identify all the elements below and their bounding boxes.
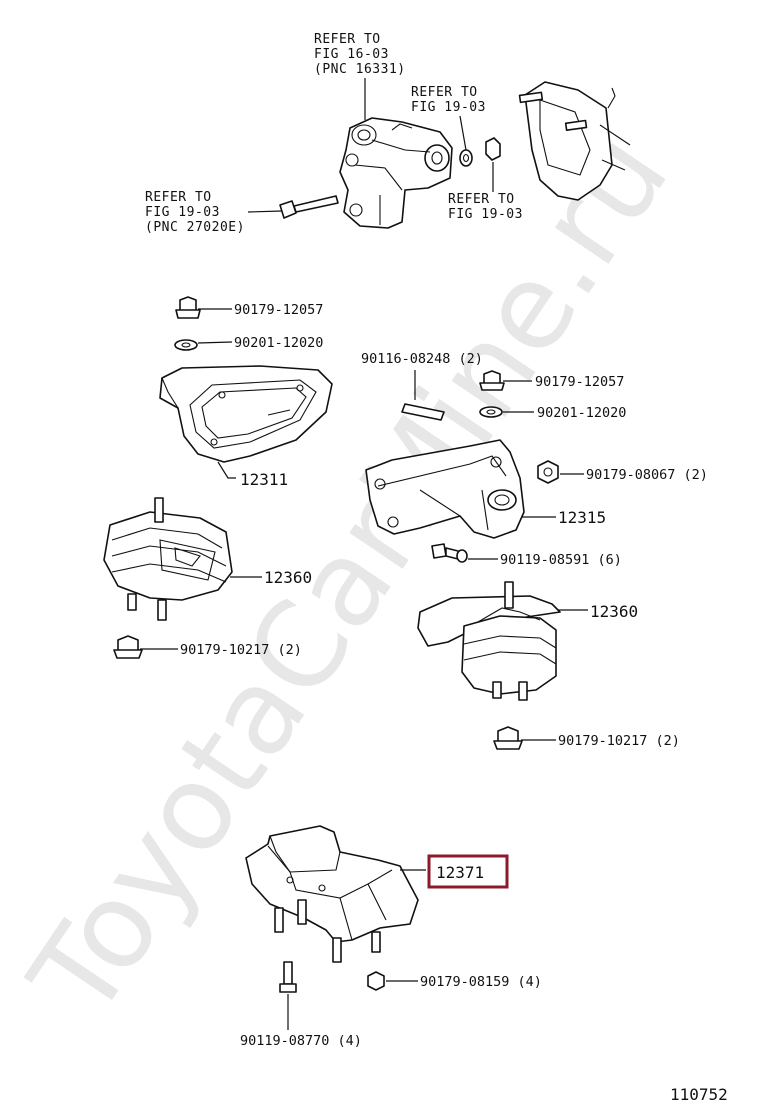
part-number-12371[interactable]: 12371: [436, 863, 484, 882]
part-number-90179-08159[interactable]: 90179-08159 (4): [420, 974, 542, 990]
refer-right-upper-line2: FIG 19-03: [411, 100, 486, 115]
flange-nut-drawing-left: [113, 635, 143, 659]
part-number-90201-12020-left[interactable]: 90201-12020: [234, 335, 323, 351]
part-number-90201-12020-right[interactable]: 90201-12020: [537, 405, 626, 421]
part-number-90116-08248[interactable]: 90116-08248 (2): [361, 351, 483, 367]
part-number-12315[interactable]: 12315: [558, 508, 606, 527]
part-number-90179-12057-left[interactable]: 90179-12057: [234, 302, 323, 318]
leader-90201-12020-left: [197, 341, 233, 344]
engine-block-fragment: [518, 81, 631, 201]
part-number-12311[interactable]: 12311: [240, 470, 288, 489]
rear-mount-12371-drawing: [245, 825, 419, 963]
part-number-12360-right[interactable]: 12360: [590, 602, 638, 621]
bolt-drawing-top-left: [279, 195, 339, 219]
highlight-box-12371: [427, 854, 509, 889]
nut-drawing-08159: [367, 971, 385, 991]
refer-label-right-lower: REFER TO FIG 19-03: [448, 162, 523, 222]
part-number-12360-left[interactable]: 12360: [264, 568, 312, 587]
part-number-90179-12057-right[interactable]: 90179-12057: [535, 374, 624, 390]
figure-number: 110752: [670, 1085, 728, 1104]
stud-drawing: [401, 403, 445, 421]
part-number-90179-08067[interactable]: 90179-08067 (2): [586, 467, 708, 483]
bracket-12311-drawing: [159, 365, 333, 463]
refer-top-line3: (PNC 16331): [314, 62, 406, 77]
refer-right-upper-line1: REFER TO: [411, 85, 478, 100]
refer-label-top: REFER TO FIG 16-03 (PNC 16331): [314, 32, 406, 120]
insulator-12360-left-drawing: [103, 497, 233, 621]
refer-right-lower-line2: FIG 19-03: [448, 207, 523, 222]
refer-right-lower-line1: REFER TO: [448, 192, 515, 207]
nut-drawing-right: [479, 370, 505, 391]
leader-12311: [217, 461, 236, 479]
insulator-12360-right-drawing: [417, 581, 561, 701]
part-number-90179-10217-left[interactable]: 90179-10217 (2): [180, 642, 302, 658]
washer-drawing-left: [174, 339, 198, 351]
refer-left-line2: FIG 19-03: [145, 205, 220, 220]
part-number-90179-10217-right[interactable]: 90179-10217 (2): [558, 733, 680, 749]
nut-washer-drawing: [459, 137, 501, 167]
nut-drawing-left: [175, 296, 201, 319]
refer-label-left: REFER TO FIG 19-03 (PNC 27020E): [145, 190, 283, 235]
refer-top-line2: FIG 16-03: [314, 47, 389, 62]
washer-drawing-right: [479, 406, 503, 418]
part-number-90119-08591[interactable]: 90119-08591 (6): [500, 552, 622, 568]
bolt-drawing-08770: [279, 961, 297, 993]
refer-top-line1: REFER TO: [314, 32, 381, 47]
engine-bracket-drawing: [339, 117, 453, 229]
nut-drawing-08067: [537, 460, 559, 484]
bracket-12315-drawing: [365, 439, 525, 539]
bolt-drawing-08591: [431, 543, 468, 563]
refer-left-line3: (PNC 27020E): [145, 220, 245, 235]
part-number-90119-08770[interactable]: 90119-08770 (4): [240, 1033, 362, 1049]
refer-label-right-upper: REFER TO FIG 19-03: [411, 85, 486, 151]
refer-left-line1: REFER TO: [145, 190, 212, 205]
flange-nut-drawing-right: [493, 726, 523, 750]
